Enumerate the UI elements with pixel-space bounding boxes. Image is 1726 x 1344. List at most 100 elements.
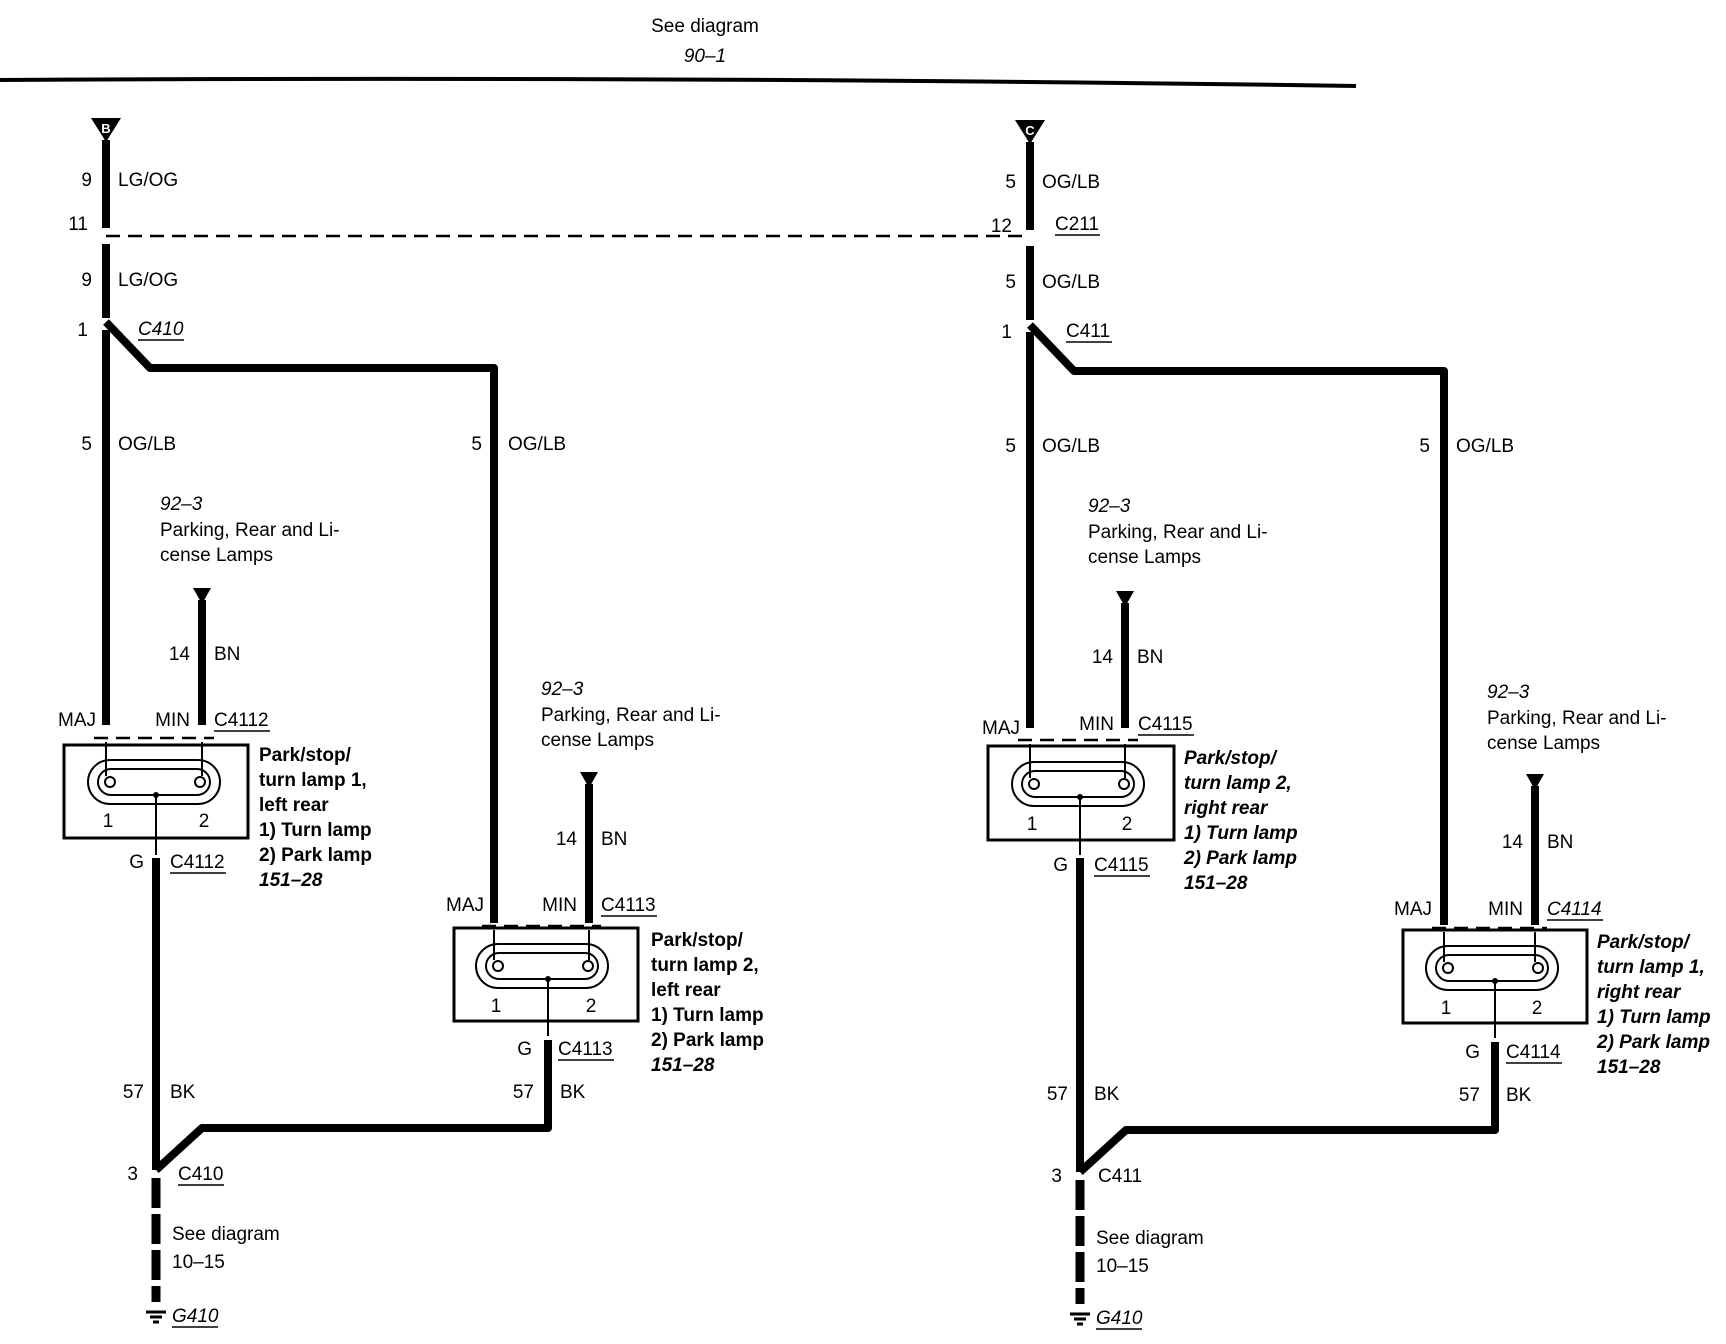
lamp-c4114-park: 2) Park lamp [1596,1032,1710,1053]
right-ogl-gauge-3: 5 [1005,436,1016,457]
bn-feed-2 [580,772,598,923]
lamp-c4112: 1 2 MAJ MIN C4112 Park/stop/ turn lamp 1… [58,710,372,891]
lamp-c4115-pin1: 1 [1027,814,1038,835]
ref-block-4: 92–3 Parking, Rear and Li- cense Lamps [1487,682,1667,754]
lamp-c4115-min: MIN [1079,714,1114,735]
right-ground-see-diagram: See diagram [1096,1228,1204,1249]
splice-c211-label: C211 [1055,214,1099,235]
bk-color-1: BK [170,1082,196,1103]
lamp-c4114-connector: C4114 [1547,899,1602,920]
bn-color-1: BN [214,644,240,665]
feed-c-letter: C [1025,123,1035,138]
left-ogl-color-1: OG/LB [118,434,176,455]
feed-b-letter: B [101,121,110,136]
bn-feed-3 [1116,591,1134,728]
lamp-c4112-g: G [129,852,144,873]
lamp-c4114-turn: 1) Turn lamp [1597,1007,1711,1028]
lamp-c4115-park: 2) Park lamp [1183,848,1297,869]
lamp-c4112-min: MIN [155,710,190,731]
lamp-c4113-title-b: turn lamp 2, [651,955,759,976]
bk-gauge-3: 57 [1047,1084,1068,1105]
top-bus-line [0,76,1357,88]
bn-color-3: BN [1137,647,1163,668]
wire-bk-right-lamp1 [1077,1042,1499,1175]
lamp-c4113-g: G [517,1039,532,1060]
right-ogl-color-3: OG/LB [1042,436,1100,457]
lamp-c4112-title-b: turn lamp 1, [259,770,367,791]
lamp-c4113-bulb-inner [485,952,599,980]
bn-color-2: BN [601,829,627,850]
bk-color-2: BK [560,1082,586,1103]
lamp-c4115-maj: MAJ [982,718,1020,739]
ref-block-1-line1: Parking, Rear and Li- [160,520,340,541]
ref-block-1: 92–3 Parking, Rear and Li- cense Lamps [160,494,340,566]
ref-block-1-ref: 92–3 [160,494,203,515]
bn-gauge-4: 14 [1502,832,1524,853]
lamp-c4115-title-c: right rear [1184,798,1269,819]
lamp-c4113-title-c: left rear [651,980,721,1001]
lamp-c4115-connector-2: C4115 [1094,855,1149,876]
ref-block-2-line1: Parking, Rear and Li- [541,705,721,726]
splice-right-pin: 12 [991,216,1012,237]
lamp-c4115-connector: C4115 [1138,714,1193,735]
bn-feed-4 [1526,774,1544,925]
ref-block-2-line2: cense Lamps [541,730,654,751]
lamp-c4114-maj: MAJ [1394,899,1432,920]
lamp-c4113-turn: 1) Turn lamp [651,1005,764,1026]
lamp-c4114-title-a: Park/stop/ [1597,932,1691,953]
lamp-c4114: 1 2 MAJ MIN C4114 Park/stop/ turn lamp 1… [1394,899,1711,1078]
left-ground-symbol [146,1310,166,1324]
left-bottom-pin: 3 [127,1164,138,1185]
right-top-pin: 1 [1001,322,1012,343]
ref-block-3: 92–3 Parking, Rear and Li- cense Lamps [1088,496,1268,568]
right-ogl-gauge-1: 5 [1005,172,1016,193]
bn-gauge-3: 14 [1092,647,1114,668]
ref-block-1-line2: cense Lamps [160,545,273,566]
bn-gauge-2: 14 [556,829,578,850]
ref-block-3-ref: 92–3 [1088,496,1131,517]
ref-block-4-ref: 92–3 [1487,682,1530,703]
ref-block-4-line1: Parking, Rear and Li- [1487,708,1667,729]
lamp-c4112-title-a: Park/stop/ [259,745,352,766]
lamp-c4113-pin1: 1 [491,996,502,1017]
bk-gauge-1: 57 [123,1082,144,1103]
left-lgog-color-1: LG/OG [118,170,178,191]
lamp-c4114-g: G [1465,1042,1480,1063]
wire-ogl-left-lamp2 [103,319,498,923]
bk-gauge-4: 57 [1459,1085,1480,1106]
lamp-c4113-maj: MAJ [446,895,484,916]
lamp-c4115-title-b: turn lamp 2, [1184,773,1292,794]
wire-ogl-right-lamp1 [1027,322,1448,925]
left-ground-see-diagram: See diagram [172,1224,280,1245]
lamp-c4115-bulb-outer [1011,761,1145,807]
left-lgog-color-2: LG/OG [118,270,178,291]
ref-block-3-line1: Parking, Rear and Li- [1088,522,1268,543]
feed-b-arrow: B [91,118,121,142]
lamp-c4112-connector: C4112 [214,710,269,731]
lamp-c4115-pin2: 2 [1122,814,1133,835]
lamp-c4113-connector: C4113 [601,895,656,916]
lamp-c4112-title-c: left rear [259,795,329,816]
lamp-c4112-connector-2: C4112 [170,852,225,873]
bk-gauge-2: 57 [513,1082,534,1103]
lamp-c4112-park: 2) Park lamp [259,845,372,866]
lamp-c4113-park: 2) Park lamp [651,1030,764,1051]
left-bottom-connector: C410 [178,1164,223,1185]
feed-c-arrow: C [1015,120,1045,144]
bn-color-4: BN [1547,832,1573,853]
lamp-c4113-pin2: 2 [586,996,597,1017]
left-ogl-color-2: OG/LB [508,434,566,455]
bk-color-3: BK [1094,1084,1120,1105]
left-ground-ref: 10–15 [172,1252,225,1273]
lamp-c4113-connector-2: C4113 [558,1039,613,1060]
lamp-c4114-bulb-outer [1425,945,1559,991]
left-lgog-gauge-1: 9 [81,170,92,191]
ref-block-2: 92–3 Parking, Rear and Li- cense Lamps [541,679,721,751]
header-diagram-ref: 90–1 [684,46,726,67]
lamp-c4112-ref: 151–28 [259,870,323,891]
lamp-c4115: 1 2 MAJ MIN C4115 Park/stop/ turn lamp 2… [982,714,1298,894]
right-ogl-gauge-4: 5 [1419,436,1430,457]
lamp-c4114-pin2: 2 [1532,998,1543,1019]
lamp-c4113-ref: 151–28 [651,1055,715,1076]
